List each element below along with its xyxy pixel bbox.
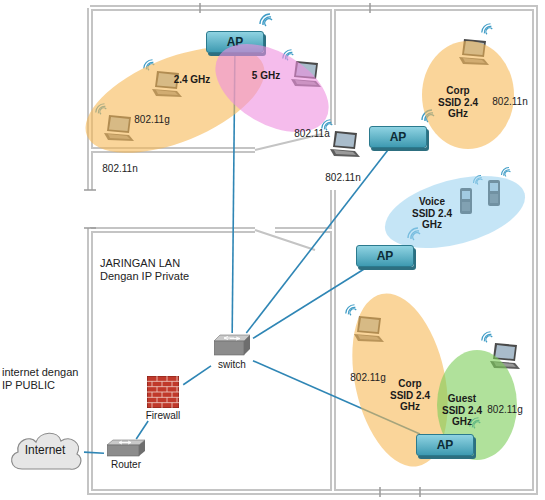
standard-label: 802.11g — [487, 404, 522, 416]
device-label: Firewall — [146, 410, 180, 421]
standard-label: 802.11a — [294, 128, 329, 140]
standard-label: 802.11n — [492, 96, 527, 108]
zone-label: Corp SSID 2.4 GHz — [388, 378, 432, 413]
network-cable — [136, 421, 148, 439]
firewall-icon — [147, 376, 179, 408]
standard-label: 802.11g — [134, 114, 169, 126]
device-label: switch — [218, 359, 246, 370]
standard-label: 802.11n — [325, 172, 360, 184]
standard-label: 802.11g — [350, 372, 385, 384]
internet-cloud: Internet — [6, 427, 84, 473]
zone-label: Corp SSID 2.4 GHz — [436, 85, 480, 120]
ap-label: AP — [390, 130, 407, 144]
region-label: JARINGAN LAN Dengan IP Private — [100, 257, 212, 283]
zone-label: Guest SSID 2.4 GHz — [440, 393, 484, 428]
zone-label: 2.4 GHz — [170, 74, 214, 86]
network-cable — [84, 452, 104, 453]
network-cable — [253, 267, 367, 338]
network-switch: switch — [211, 333, 253, 370]
standard-label: 802.11n — [102, 163, 137, 175]
ssid-zone: Corp SSID 2.4 GHz — [414, 41, 522, 149]
router-icon — [107, 439, 145, 457]
zone-label: 5 GHz — [244, 70, 288, 82]
firewall: Firewall — [143, 376, 183, 421]
ap-label: AP — [437, 438, 454, 452]
device-label: Router — [111, 459, 141, 470]
device-label: Internet — [25, 443, 66, 457]
ap-label: AP — [377, 249, 394, 263]
access-point: AP — [356, 245, 414, 267]
access-point: AP — [416, 434, 474, 456]
zone-label: Voice SSID 2.4 GHz — [410, 196, 454, 231]
access-point: AP — [369, 126, 427, 148]
switch-icon — [214, 333, 250, 357]
router: Router — [104, 439, 148, 470]
network-label: internet dengan IP PUBLIC — [2, 366, 86, 392]
network-cable — [183, 366, 211, 385]
